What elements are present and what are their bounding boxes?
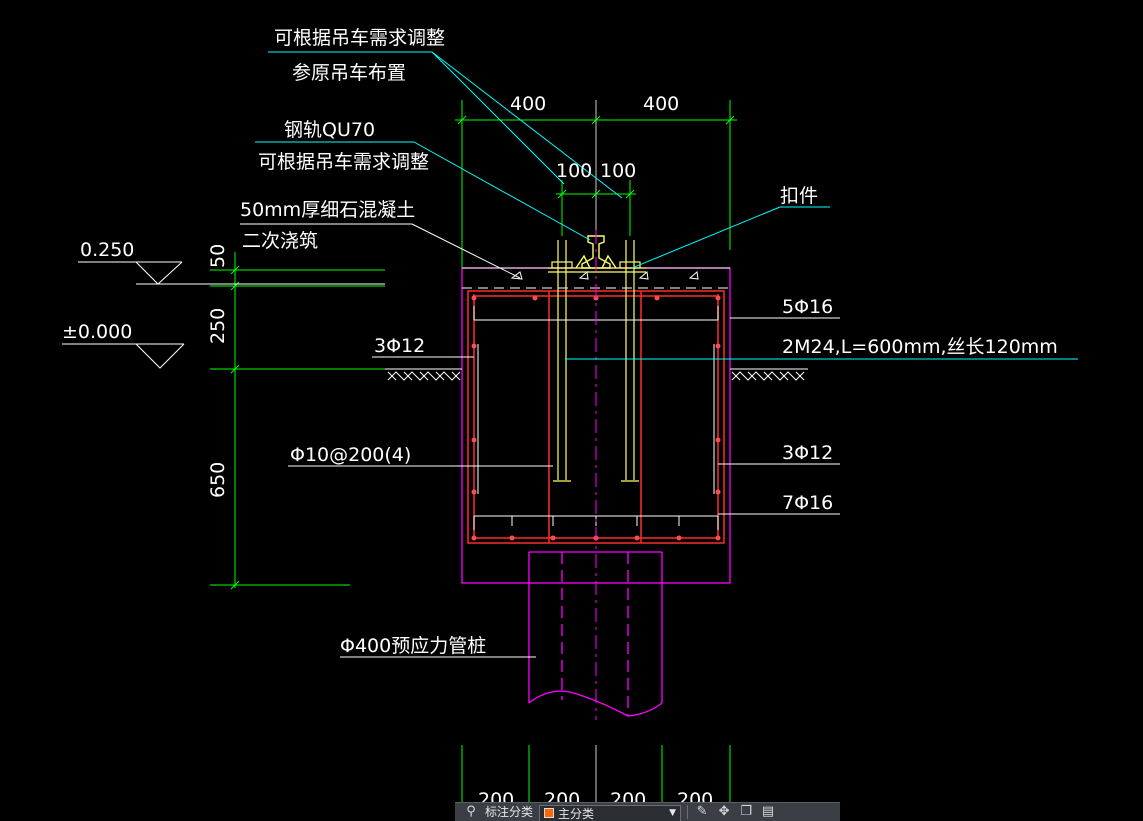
label-side-rebar-left: 3Φ12 bbox=[374, 335, 425, 357]
label-pile: Φ400预应力管桩 bbox=[340, 635, 486, 657]
copy-icon[interactable]: ❐ bbox=[740, 804, 752, 819]
rail-qu70 bbox=[575, 235, 617, 269]
dim-mid-right: 100 bbox=[600, 160, 636, 182]
bottom-toolbar: ⚲ 标注分类 主分类 ▼ ✎ ✥ ❐ ▤ bbox=[455, 802, 840, 821]
label-anchor-bolt: 2M24,L=600mm,丝长120mm bbox=[782, 336, 1058, 358]
layer-color-swatch bbox=[544, 808, 555, 818]
dim-mid-left: 100 bbox=[556, 160, 592, 182]
dim-vertical-mid: 250 bbox=[207, 308, 229, 344]
label-adjust-note-1: 可根据吊车需求调整 bbox=[274, 27, 445, 49]
paste-icon[interactable]: ▤ bbox=[761, 804, 775, 819]
label-top-rebar: 5Φ16 bbox=[782, 296, 833, 318]
move-icon[interactable]: ✥ bbox=[718, 804, 730, 819]
elevation-markers bbox=[62, 261, 385, 369]
label-crane-layout: 参原吊车布置 bbox=[292, 62, 406, 84]
label-concrete-layer: 50mm厚细石混凝土 bbox=[240, 199, 415, 221]
prestressed-pipe-pile bbox=[528, 551, 663, 717]
label-adjust-note-2: 可根据吊车需求调整 bbox=[258, 151, 429, 173]
ground-hatch-right bbox=[730, 368, 808, 381]
leader-lines bbox=[255, 51, 1078, 360]
dim-top-left: 400 bbox=[510, 93, 546, 115]
dim-vertical-top: 50 bbox=[207, 244, 229, 268]
layer-select[interactable]: 主分类 ▼ bbox=[539, 804, 682, 821]
anchor-bolts bbox=[548, 240, 646, 482]
ground-hatch-left bbox=[385, 368, 462, 381]
label-clip: 扣件 bbox=[780, 185, 818, 207]
chevron-down-icon: ▼ bbox=[669, 808, 677, 818]
elevation-ground: ±0.000 bbox=[62, 321, 132, 343]
layer-filter-icon[interactable]: ⚲ bbox=[466, 804, 476, 819]
dim-top-right: 400 bbox=[643, 93, 679, 115]
label-side-rebar-right: 3Φ12 bbox=[782, 442, 833, 464]
toolbar-separator bbox=[687, 805, 689, 819]
elevation-top: 0.250 bbox=[80, 239, 134, 261]
label-stirrup: Φ10@200(4) bbox=[290, 444, 411, 466]
pencil-icon[interactable]: ✎ bbox=[696, 804, 708, 819]
leader-lines-white bbox=[240, 223, 840, 658]
dim-vertical-bottom: 650 bbox=[207, 462, 229, 498]
label-rail: 钢轨QU70 bbox=[284, 119, 375, 141]
label-secondary-pour: 二次浇筑 bbox=[242, 230, 318, 252]
layer-select-value: 主分类 bbox=[558, 806, 595, 821]
toolbar-label: 标注分类 bbox=[485, 804, 534, 819]
dimension-lines bbox=[210, 100, 737, 821]
label-bottom-rebar: 7Φ16 bbox=[782, 492, 833, 514]
